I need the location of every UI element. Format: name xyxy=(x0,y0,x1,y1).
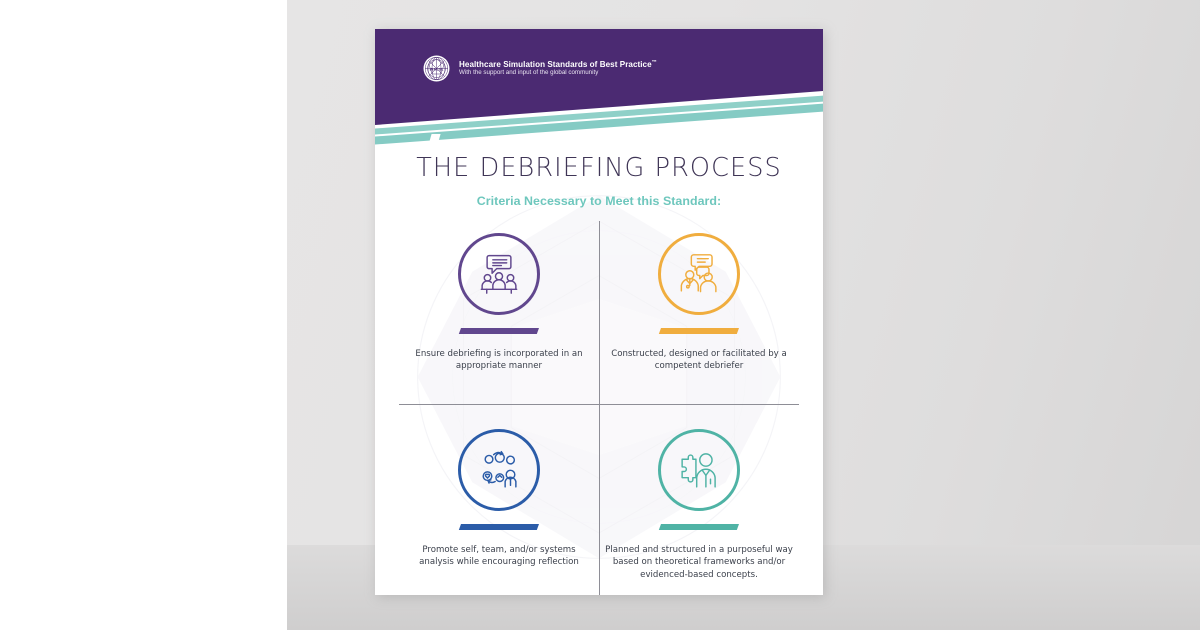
page-title: THE DEBRIEFING PROCESS xyxy=(416,153,782,183)
criteria-icon-ring xyxy=(458,233,540,315)
header-title: Healthcare Simulation Standards of Best … xyxy=(459,59,657,69)
page-subtitle: Criteria Necessary to Meet this Standard… xyxy=(476,194,722,208)
person-puzzle-piece-icon xyxy=(681,453,716,488)
criteria-icon-ring xyxy=(458,429,540,511)
criteria-cell-top-right: Constructed, designed or facilitated by … xyxy=(599,221,799,411)
criteria-text: Constructed, designed or facilitated by … xyxy=(611,348,787,372)
criteria-cell-bottom-right: Planned and structured in a purposeful w… xyxy=(599,417,799,595)
grid-vertical-divider xyxy=(599,221,600,595)
criteria-grid: Ensure debriefing is incorporated in an … xyxy=(399,221,799,595)
group-discussion-speech-bubble-icon xyxy=(480,254,518,294)
criteria-accent-bar xyxy=(458,524,540,530)
criteria-accent-bar xyxy=(458,328,540,334)
grid-horizontal-divider xyxy=(399,404,799,405)
criteria-icon-ring xyxy=(658,233,740,315)
svg-text:INACSL: INACSL xyxy=(430,67,444,71)
teal-stripe-notch xyxy=(428,134,441,145)
poster-title-block: THE DEBRIEFING PROCESS Criteria Necessar… xyxy=(375,153,823,208)
trademark-symbol: ™ xyxy=(651,59,657,66)
poster: INACSL Healthcare Simulation Standards o… xyxy=(375,29,823,595)
criteria-cell-bottom-left: Promote self, team, and/or systems analy… xyxy=(399,417,599,595)
criteria-text: Promote self, team, and/or systems analy… xyxy=(419,544,579,568)
criteria-text: Ensure debriefing is incorporated in an … xyxy=(415,348,583,372)
header-subtitle: With the support and input of the global… xyxy=(459,69,599,77)
inacsl-globe-logo-icon: INACSL xyxy=(423,55,450,82)
criteria-accent-bar xyxy=(658,328,740,334)
two-people-speech-bubbles-icon xyxy=(680,254,717,293)
criteria-cell-top-left: Ensure debriefing is incorporated in an … xyxy=(399,221,599,411)
criteria-icon-ring xyxy=(658,429,740,511)
team-reflection-cycle-icon xyxy=(482,450,517,488)
poster-header-content: INACSL Healthcare Simulation Standards o… xyxy=(423,55,657,82)
criteria-accent-bar xyxy=(658,524,740,530)
criteria-text: Planned and structured in a purposeful w… xyxy=(605,544,793,580)
